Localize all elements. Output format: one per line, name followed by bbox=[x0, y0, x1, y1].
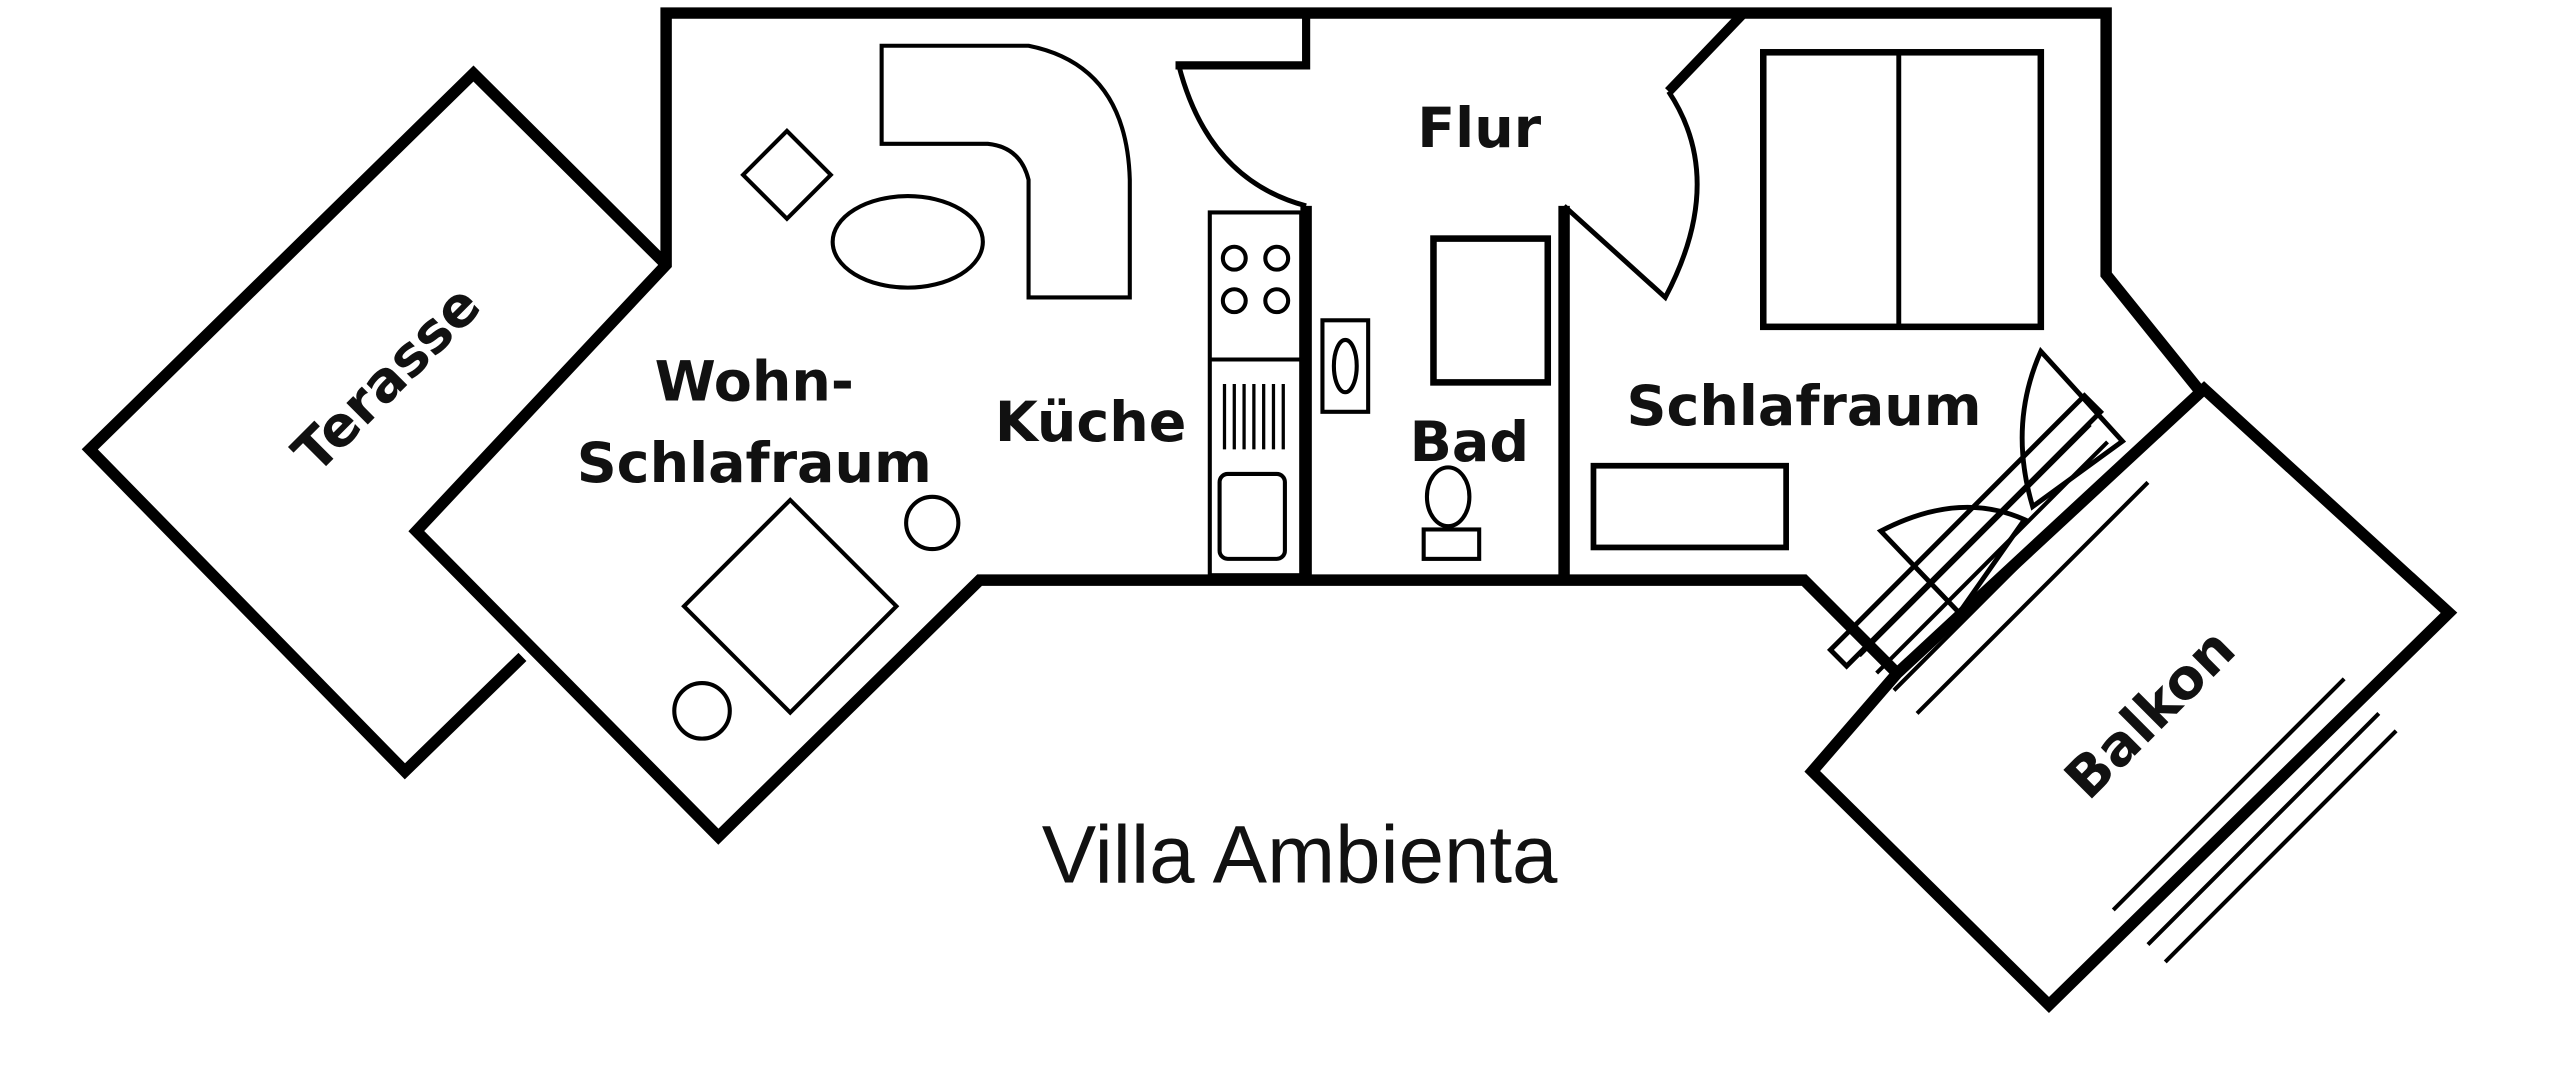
plan-title: Villa Ambienta bbox=[1042, 809, 1558, 900]
balcony-label: Balkon bbox=[2052, 616, 2248, 812]
bath-label: Bad bbox=[1410, 410, 1529, 475]
doors bbox=[1176, 64, 2127, 617]
bath-fixtures bbox=[1320, 235, 1552, 561]
bedroom-furniture bbox=[1590, 49, 2045, 551]
side-table-icon bbox=[740, 128, 834, 222]
apartment-walls bbox=[408, 7, 2206, 845]
living-furniture bbox=[672, 43, 1132, 741]
table-icon bbox=[830, 194, 985, 290]
hall-label: Flur bbox=[1417, 96, 1541, 161]
living-label-line1: Wohn- bbox=[655, 349, 854, 414]
bedroom-label: Schlafraum bbox=[1627, 374, 1982, 439]
balcony: Balkon bbox=[1804, 381, 2458, 1014]
living-label-line2: Schlafraum bbox=[577, 431, 932, 496]
terrace: Terasse bbox=[81, 65, 671, 780]
terrace-label: Terasse bbox=[280, 272, 493, 485]
kitchen-label: Küche bbox=[995, 390, 1187, 455]
bed-icon bbox=[681, 497, 900, 716]
kitchen-counter bbox=[1207, 210, 1304, 578]
